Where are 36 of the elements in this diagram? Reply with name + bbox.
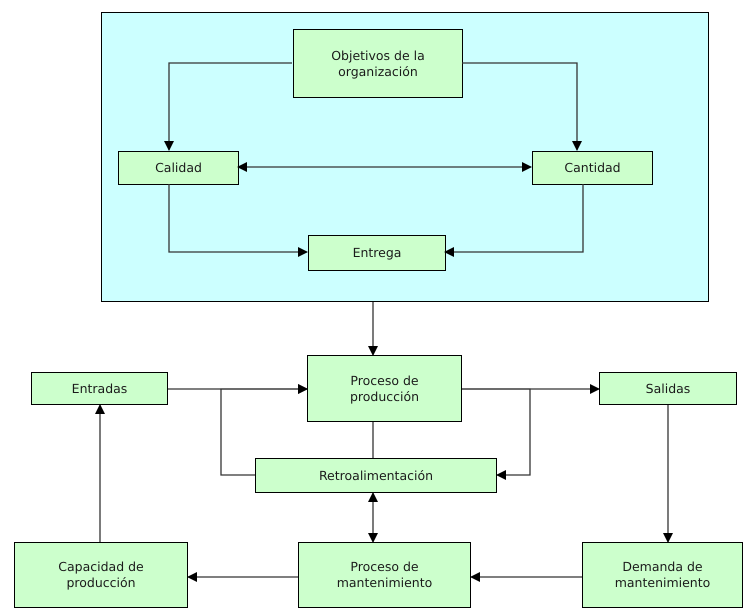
box-label: Calidad: [155, 160, 202, 176]
box-label: Proceso de producción: [348, 372, 420, 404]
process-box: [582, 542, 743, 608]
process-box: [532, 151, 653, 185]
process-box: [298, 542, 471, 608]
process-box: [255, 458, 497, 493]
box-label: Proceso de mantenimiento: [336, 559, 434, 591]
arrow: [168, 184, 308, 257]
box-label: Salidas: [646, 380, 690, 396]
process-box: [118, 151, 239, 185]
process-box: [599, 372, 737, 405]
box-label: Entradas: [72, 380, 128, 396]
group-panel: [101, 12, 709, 302]
arrow: [444, 184, 584, 257]
process-box: [31, 372, 168, 405]
arrow: [462, 62, 582, 151]
arrow: [368, 302, 378, 356]
process-box: [293, 29, 463, 98]
process-box: [307, 355, 462, 422]
arrow: [95, 404, 105, 542]
box-label: Capacidad de producción: [57, 559, 145, 591]
box-label: Cantidad: [564, 160, 621, 176]
arrow: [462, 388, 531, 480]
arrow: [663, 405, 673, 543]
arrow: [237, 162, 532, 172]
arrow: [220, 384, 308, 476]
process-box: [14, 542, 188, 608]
box-label: Objetivos de la organización: [330, 48, 426, 80]
box-label: Retroalimentación: [318, 468, 434, 484]
box-label: Demanda de mantenimiento: [614, 559, 712, 591]
arrow: [164, 62, 292, 151]
arrow: [187, 572, 298, 582]
arrow: [368, 492, 378, 543]
arrow: [470, 572, 582, 582]
process-box: [308, 235, 446, 271]
box-label: Entrega: [352, 245, 402, 261]
